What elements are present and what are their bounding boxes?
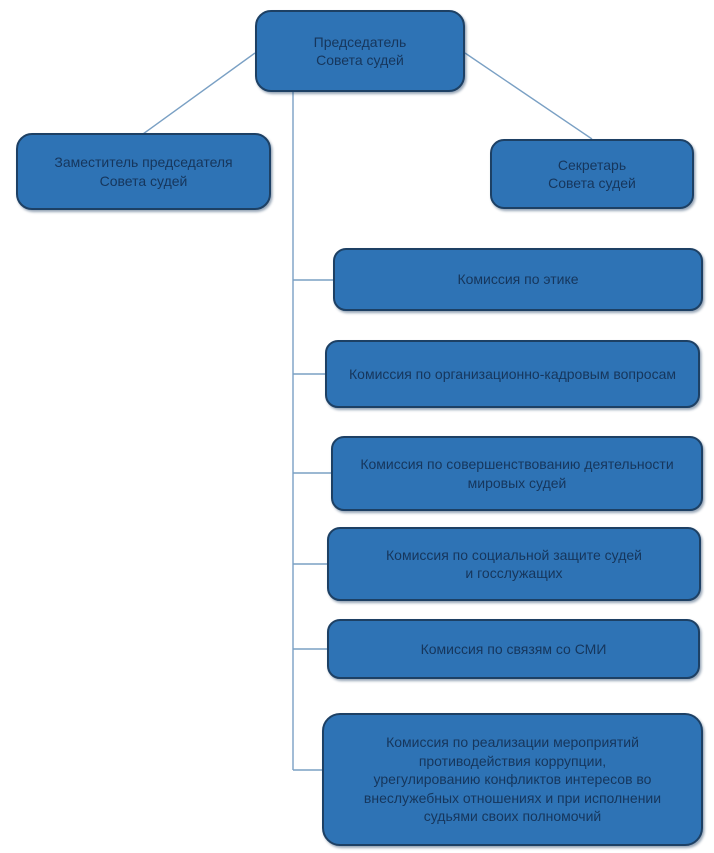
node-commission-org-personnel-label: Комиссия по организационно-кадровым вопр… [349, 365, 676, 382]
node-commission-ethics-label: Комиссия по этике [457, 271, 579, 288]
node-commission-media: Комиссия по связям со СМИ [327, 619, 700, 679]
node-chairman-label: Председатель Совета судей [313, 33, 407, 68]
node-commission-org-personnel: Комиссия по организационно-кадровым вопр… [325, 340, 700, 408]
node-secretary-label: Секретарь Совета судей [548, 156, 636, 191]
node-commission-magistrates: Комиссия по совершенствованию деятельнос… [331, 436, 703, 511]
node-chairman: Председатель Совета судей [255, 10, 465, 92]
connector-chairman-secretary [464, 52, 593, 140]
node-commission-anticorruption: Комиссия по реализации мероприятий проти… [322, 713, 703, 846]
node-deputy-chairman: Заместитель председателя Совета судей [16, 133, 271, 210]
node-secretary: Секретарь Совета судей [490, 139, 694, 209]
node-commission-media-label: Комиссия по связям со СМИ [420, 640, 607, 657]
node-deputy-chairman-label: Заместитель председателя Совета судей [54, 154, 233, 189]
node-commission-social-protection: Комиссия по социальной защите судей и го… [327, 527, 701, 601]
connector-chairman-deputy [142, 52, 256, 135]
node-commission-social-protection-label: Комиссия по социальной защите судей и го… [386, 546, 642, 581]
node-commission-magistrates-label: Комиссия по совершенствованию деятельнос… [360, 456, 674, 491]
node-commission-ethics: Комиссия по этике [333, 248, 703, 311]
node-commission-anticorruption-label: Комиссия по реализации мероприятий проти… [363, 734, 662, 825]
